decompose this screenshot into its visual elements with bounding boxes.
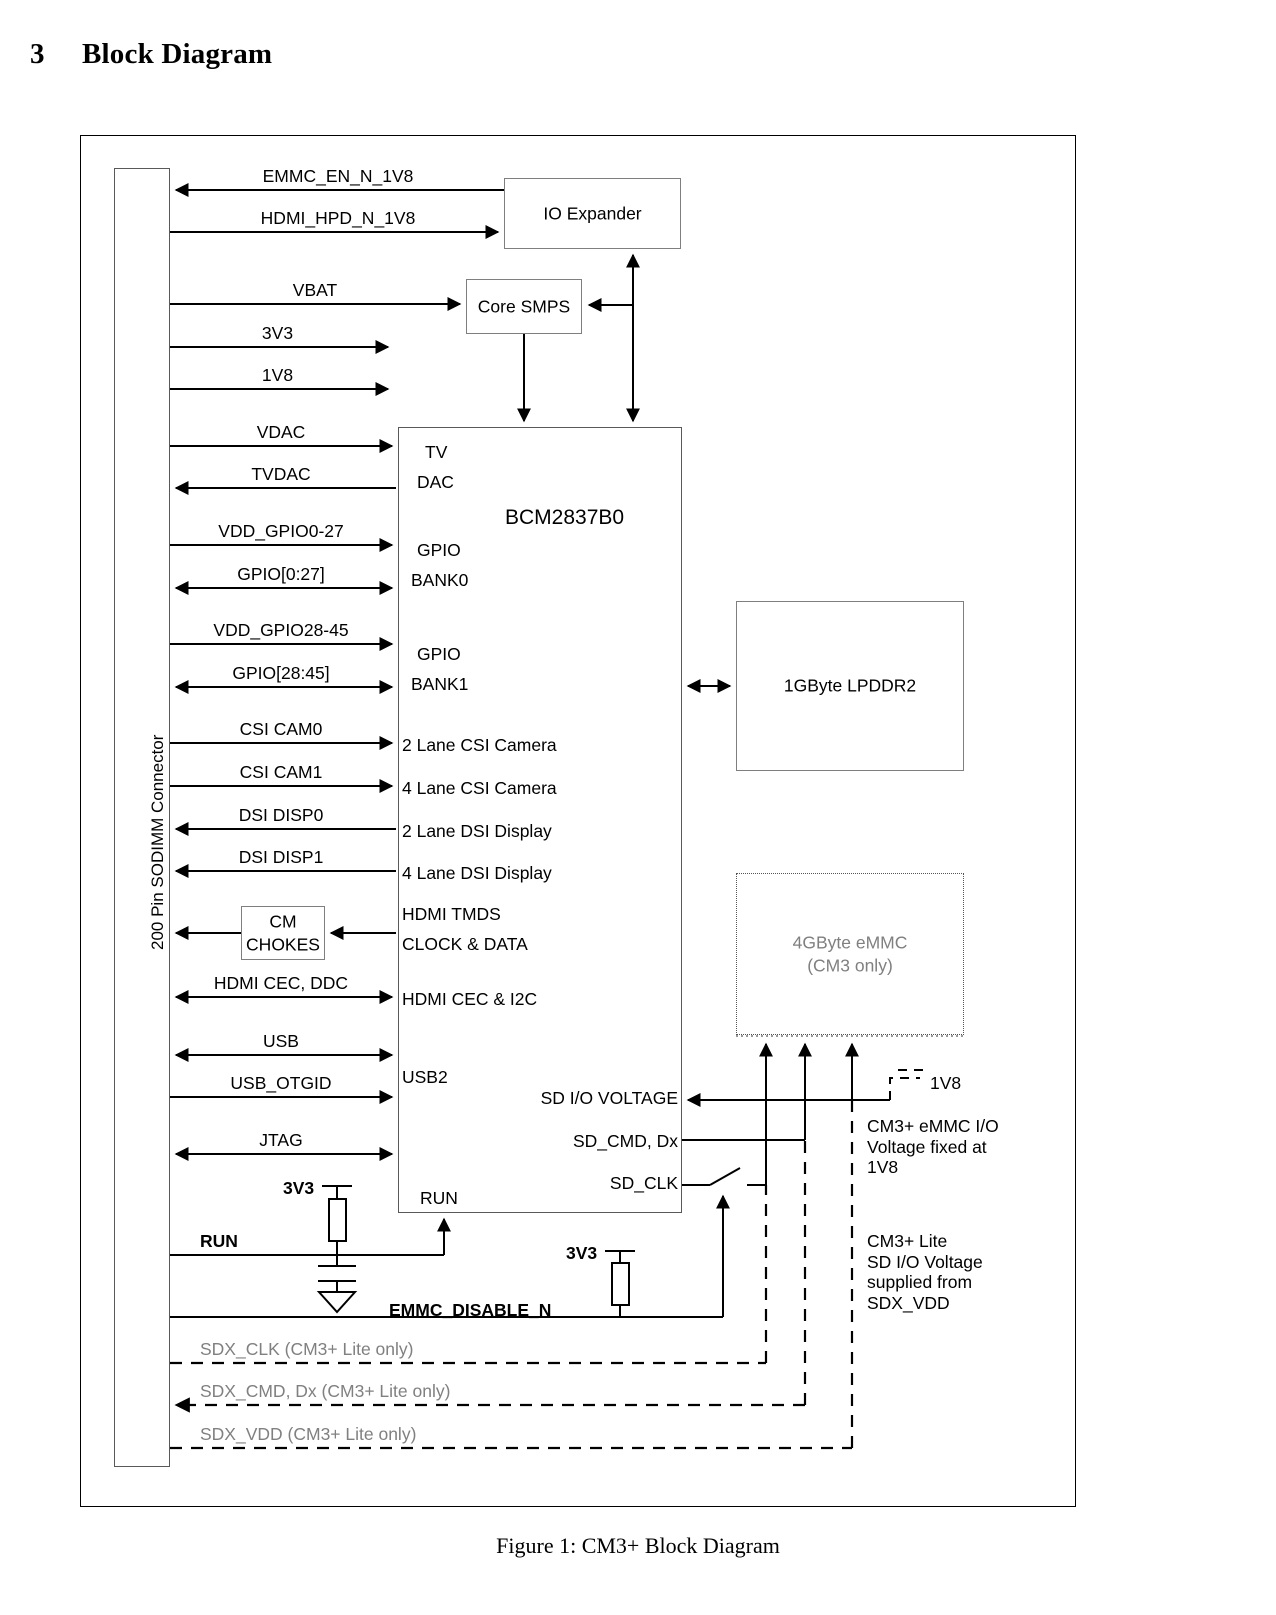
- cm-chokes-block: CM CHOKES: [241, 906, 325, 960]
- note-lite-line4: SDX_VDD: [867, 1292, 950, 1313]
- signal-label-vdd-gpio28-45: VDD_GPIO28-45: [213, 620, 349, 640]
- soc-port-gpio0: GPIO: [417, 540, 461, 560]
- sodimm-connector-block: [114, 168, 170, 1467]
- soc-port-bank0: BANK0: [411, 570, 469, 590]
- signal-label-dsi-disp0: DSI DISP0: [238, 805, 324, 825]
- signal-label-dsi-disp1: DSI DISP1: [238, 847, 324, 867]
- emmc-label-line2: (CM3 only): [807, 955, 893, 975]
- signal-label-tvdac: TVDAC: [251, 464, 311, 484]
- signal-label-jtag: JTAG: [259, 1130, 303, 1150]
- soc-port-gpio1: GPIO: [417, 644, 461, 664]
- cm-chokes-line2: CHOKES: [246, 934, 320, 954]
- signal-label-sdx-cmd-dx: SDX_CMD, Dx (CM3+ Lite only): [200, 1381, 451, 1401]
- soc-port-csi4: 4 Lane CSI Camera: [402, 778, 557, 798]
- signal-label-vdd-gpio0-27: VDD_GPIO0-27: [218, 521, 344, 541]
- soc-port-bank1: BANK1: [411, 674, 469, 694]
- soc-label: BCM2837B0: [505, 506, 625, 529]
- soc-port-sd-io-voltage: SD I/O VOLTAGE: [540, 1088, 678, 1108]
- emmc-label-line1: 4GByte eMMC: [792, 932, 908, 953]
- page-title: 3 Block Diagram: [30, 38, 272, 71]
- signal-label-1v8: 1V8: [261, 365, 294, 385]
- soc-port-run: RUN: [420, 1188, 458, 1208]
- signal-label-emmc-disable-n: EMMC_DISABLE_N: [389, 1300, 552, 1320]
- ram-label: 1GByte LPDDR2: [783, 675, 917, 696]
- signal-label-usb-otgid: USB_OTGID: [230, 1073, 332, 1093]
- note-1v8: 1V8: [930, 1073, 962, 1093]
- soc-port-hdmi-tmds-1: HDMI TMDS: [402, 904, 501, 924]
- soc-port-sd-cmd: SD_CMD, Dx: [572, 1131, 678, 1151]
- section-title: Block Diagram: [82, 38, 273, 70]
- soc-port-usb2: USB2: [402, 1067, 448, 1087]
- signal-label-gpio-0-27: GPIO[0:27]: [237, 564, 325, 584]
- soc-port-tv: TV: [425, 442, 448, 462]
- cm-chokes-label: CM CHOKES: [242, 910, 324, 956]
- pullup-rail-run-3v3: 3V3: [283, 1178, 315, 1198]
- core-smps-label: Core SMPS: [477, 296, 571, 317]
- ram-block: 1GByte LPDDR2: [736, 601, 964, 771]
- core-smps-block: Core SMPS: [466, 279, 582, 334]
- soc-port-hdmi-tmds-2: CLOCK & DATA: [402, 934, 528, 954]
- signal-label-vbat: VBAT: [292, 280, 338, 300]
- soc-port-sd-clk: SD_CLK: [609, 1173, 678, 1193]
- figure-frame: [80, 135, 1076, 1507]
- signal-label-sdx-vdd: SDX_VDD (CM3+ Lite only): [200, 1424, 417, 1444]
- signal-label-run: RUN: [200, 1231, 238, 1251]
- signal-label-hdmi-hpd-n-1v8: HDMI_HPD_N_1V8: [260, 208, 416, 228]
- note-emmc-io-voltage: CM3+ eMMC I/O Voltage fixed at 1V8: [867, 1116, 999, 1178]
- signal-label-hdmi-cec-ddc: HDMI CEC, DDC: [213, 973, 349, 993]
- note-emmc-line2: Voltage fixed at: [867, 1136, 987, 1157]
- note-lite-line3: supplied from: [867, 1272, 973, 1293]
- note-emmc-line1: CM3+ eMMC I/O: [867, 1116, 999, 1136]
- note-lite-sd-io-voltage: CM3+ Lite SD I/O Voltage supplied from S…: [867, 1231, 983, 1314]
- signal-label-emmc-en-n-1v8: EMMC_EN_N_1V8: [262, 166, 414, 186]
- cm-chokes-line1: CM: [269, 911, 297, 932]
- io-expander-label: IO Expander: [543, 203, 642, 224]
- soc-port-csi2: 2 Lane CSI Camera: [402, 735, 557, 755]
- figure-caption: Figure 1: CM3+ Block Diagram: [496, 1533, 780, 1558]
- soc-block: [398, 427, 682, 1213]
- section-number: 3: [30, 38, 45, 70]
- signal-label-csi-cam1: CSI CAM1: [239, 762, 323, 782]
- note-lite-line2: SD I/O Voltage: [867, 1251, 983, 1272]
- signal-label-3v3: 3V3: [261, 323, 294, 343]
- soc-port-dsi4: 4 Lane DSI Display: [402, 863, 552, 883]
- note-lite-line1: CM3+ Lite: [867, 1231, 948, 1251]
- soc-port-hdmi-cec: HDMI CEC & I2C: [402, 989, 538, 1009]
- note-emmc-line3: 1V8: [867, 1157, 899, 1178]
- signal-label-gpio-28-45: GPIO[28:45]: [232, 663, 330, 683]
- emmc-block: 4GByte eMMC (CM3 only): [736, 873, 964, 1035]
- io-expander-block: IO Expander: [504, 178, 681, 249]
- emmc-label: 4GByte eMMC (CM3 only): [737, 931, 963, 977]
- signal-label-usb: USB: [263, 1031, 299, 1051]
- signal-label-vdac: VDAC: [256, 422, 306, 442]
- pullup-rail-emmc-3v3: 3V3: [566, 1243, 598, 1263]
- signal-label-sdx-clk: SDX_CLK (CM3+ Lite only): [200, 1339, 414, 1359]
- signal-label-csi-cam0: CSI CAM0: [239, 719, 323, 739]
- soc-port-dsi2: 2 Lane DSI Display: [402, 821, 552, 841]
- soc-port-dac: DAC: [417, 472, 454, 492]
